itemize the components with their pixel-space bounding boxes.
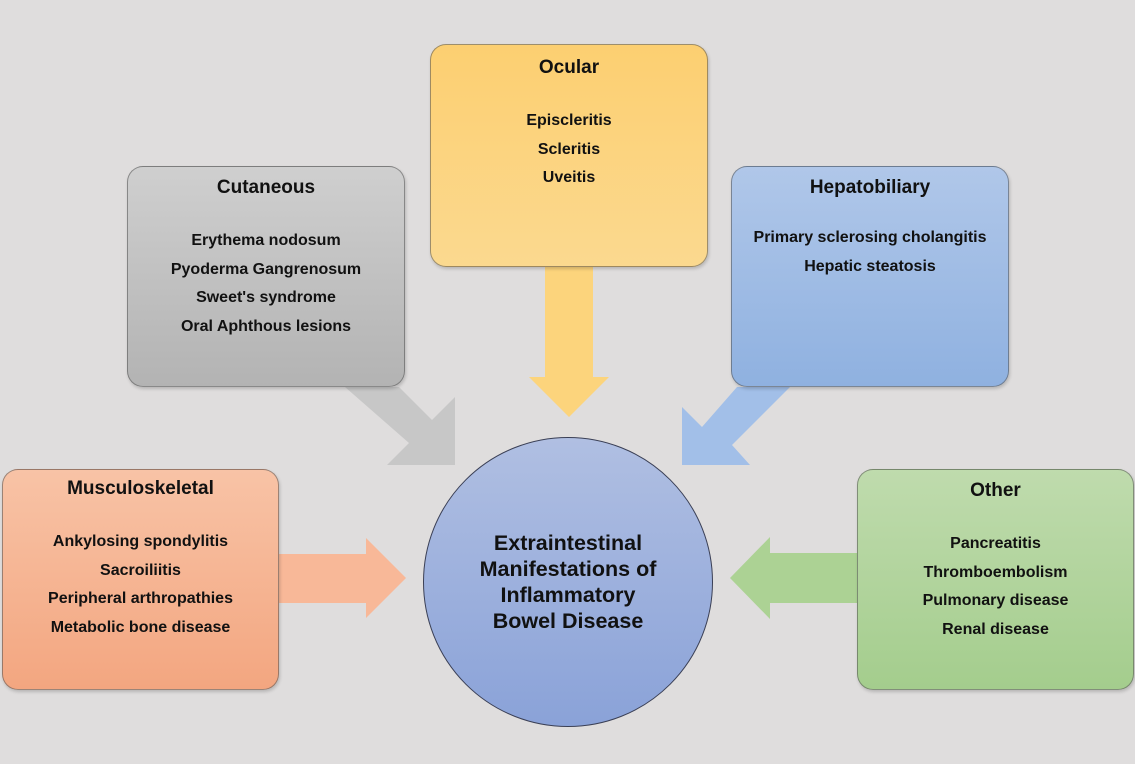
arrow-ocular — [529, 266, 609, 417]
center-line-3: Inflammatory — [500, 583, 636, 607]
list-item: Metabolic bone disease — [50, 618, 231, 636]
list-item: Pancreatitis — [950, 535, 1041, 552]
center-line-1: Extraintestinal — [493, 531, 643, 555]
list-item: Oral Aphthous lesions — [180, 317, 352, 335]
list-item: Hepatic steatosis — [804, 257, 936, 275]
arrow-hepatobiliary — [682, 387, 790, 465]
center-line-2: Manifestations of — [479, 557, 657, 581]
center-circle: Extraintestinal Manifestations of Inflam… — [423, 437, 713, 727]
arrow-musculoskeletal — [279, 538, 406, 618]
list-item: Pyoderma Gangrenosum — [170, 260, 362, 278]
list-item: Pulmonary disease — [922, 592, 1069, 610]
center-line-4: Bowel Disease — [492, 609, 644, 633]
list-item: Scleritis — [537, 140, 601, 158]
musculoskeletal-title: Musculoskeletal — [67, 478, 214, 499]
hepatobiliary-title: Hepatobiliary — [809, 177, 931, 198]
list-item: Erythema nodosum — [191, 232, 341, 249]
arrow-other — [730, 537, 857, 619]
hepatobiliary-box: Hepatobiliary Primary sclerosing cholang… — [731, 166, 1009, 387]
other-title: Other — [970, 480, 1021, 501]
list-item: Sweet's syndrome — [196, 289, 336, 307]
list-item: Peripheral arthropathies — [48, 590, 233, 608]
ocular-title: Ocular — [538, 57, 600, 78]
list-item: Episcleritis — [526, 112, 612, 129]
list-item: Primary sclerosing cholangitis — [753, 229, 987, 246]
list-item: Ankylosing spondylitis — [52, 533, 229, 550]
center-label: Extraintestinal Manifestations of Inflam… — [468, 530, 668, 634]
list-item: Sacroiliitis — [100, 561, 181, 579]
list-item: Renal disease — [942, 620, 1049, 638]
list-item: Uveitis — [542, 169, 596, 187]
arrow-cutaneous — [345, 387, 455, 465]
cutaneous-title: Cutaneous — [216, 177, 316, 198]
list-item: Thromboembolism — [923, 563, 1068, 581]
